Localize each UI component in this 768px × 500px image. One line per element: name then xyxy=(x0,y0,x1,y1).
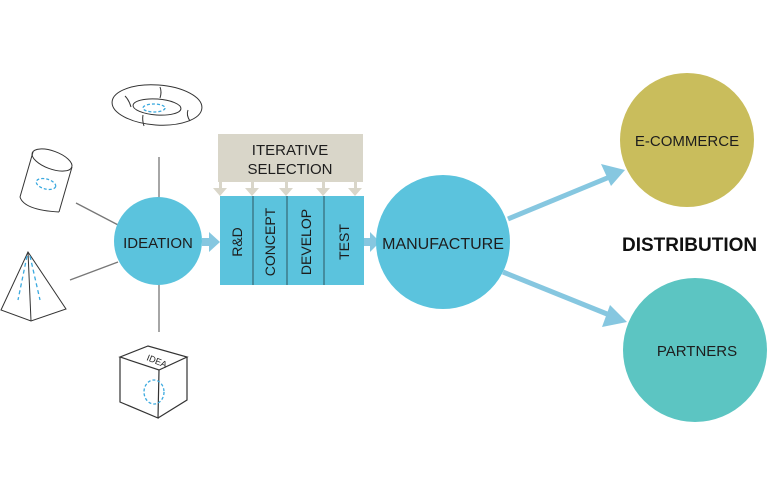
pyramid-icon xyxy=(0,250,67,322)
stage-concept[interactable] xyxy=(253,196,287,285)
partners-label: PARTNERS xyxy=(657,343,737,360)
stage-rd[interactable] xyxy=(220,196,253,285)
ideation-node[interactable] xyxy=(114,197,202,285)
ecommerce-label: E-COMMERCE xyxy=(635,133,739,150)
iterative-selection-line1: ITERATIVE xyxy=(252,142,328,159)
manufacture-label: MANUFACTURE xyxy=(382,236,504,253)
ideation-label: IDEATION xyxy=(123,235,193,252)
arrow-stages-to-manufacture xyxy=(364,232,380,252)
connector-pyramid xyxy=(69,261,119,281)
ecommerce-node[interactable] xyxy=(620,73,754,207)
arrow-to-ecommerce xyxy=(507,164,625,222)
stage-test-label: TEST xyxy=(336,224,352,260)
stages-block xyxy=(220,196,364,285)
iterative-selection-line2: SELECTION xyxy=(247,161,332,178)
stage-concept-label: CONCEPT xyxy=(262,207,278,276)
torus-icon xyxy=(111,84,203,127)
stage-test[interactable] xyxy=(324,196,364,285)
stage-rd-label: R&D xyxy=(229,227,245,257)
connector-cylinder xyxy=(75,202,123,228)
partners-node[interactable] xyxy=(623,278,767,422)
manufacture-node[interactable] xyxy=(376,175,510,309)
stage-develop[interactable] xyxy=(287,196,324,285)
cube-icon: IDEA xyxy=(118,345,189,419)
cylinder-icon xyxy=(19,148,73,213)
stage-develop-label: DEVELOP xyxy=(298,209,314,275)
iterative-selection-box xyxy=(213,134,363,196)
arrow-to-partners xyxy=(502,269,627,327)
arrow-ideation-to-stages xyxy=(202,232,220,252)
distribution-label: DISTRIBUTION xyxy=(622,235,757,256)
